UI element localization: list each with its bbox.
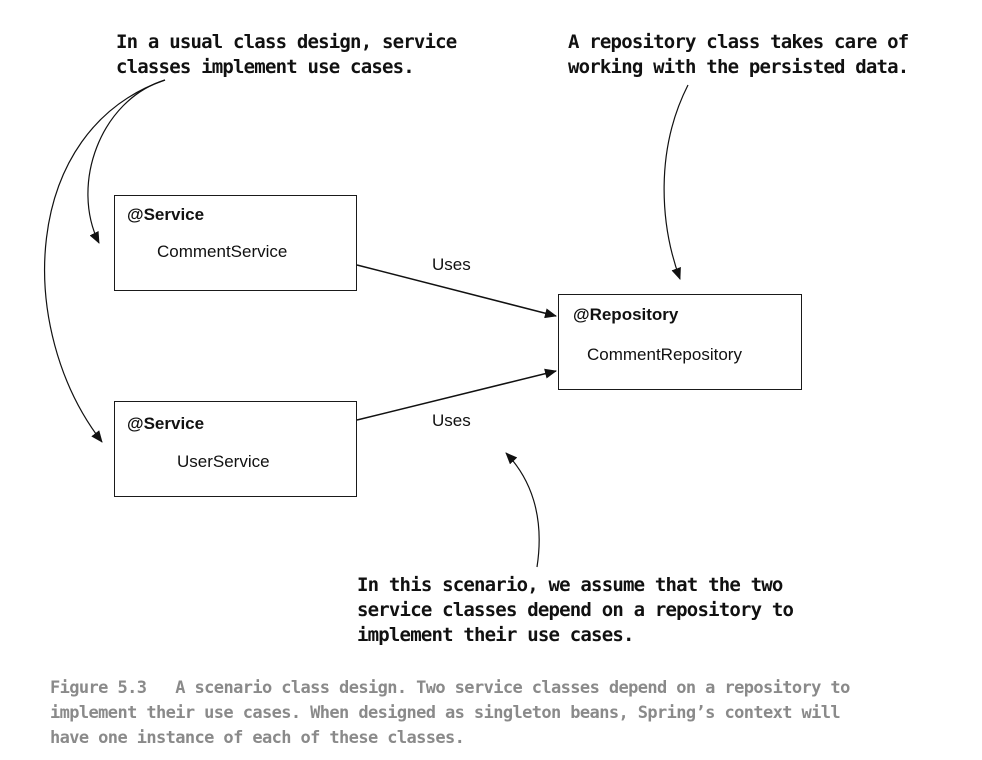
comment-repository-box: @Repository CommentRepository xyxy=(558,294,802,390)
callout-arrow-to-comment-service xyxy=(87,79,166,244)
user-service-box: @Service UserService xyxy=(114,401,357,497)
scenario-annotation-line-2: service classes depend on a repository t… xyxy=(357,599,794,621)
callout-arrow-to-user-service xyxy=(44,79,166,443)
repository-annotation-line-2: working with the persisted data. xyxy=(568,56,909,78)
user-service-stereotype: @Service xyxy=(127,414,205,433)
service-annotation: In a usual class design, service classes… xyxy=(116,30,457,80)
callout-arrow-to-uses-edge xyxy=(505,452,540,568)
caption-line-1: Figure 5.3 A scenario class design. Two … xyxy=(50,676,950,701)
service-annotation-line-2: classes implement use cases. xyxy=(116,56,415,78)
user-service-name: UserService xyxy=(177,452,270,471)
repository-annotation: A repository class takes care of working… xyxy=(568,30,909,80)
figure-caption: Figure 5.3 A scenario class design. Two … xyxy=(50,676,950,751)
comment-service-stereotype: @Service xyxy=(127,205,205,224)
comment-service-box: @Service CommentService xyxy=(114,195,357,291)
comment-repository-name: CommentRepository xyxy=(587,345,742,364)
scenario-annotation-line-1: In this scenario, we assume that the two xyxy=(357,574,783,596)
uses-label-user-service: Uses xyxy=(432,411,471,430)
caption-text-line-1: A scenario class design. Two service cla… xyxy=(175,678,850,698)
scenario-annotation-line-3: implement their use cases. xyxy=(357,624,634,646)
caption-line-2: implement their use cases. When designed… xyxy=(50,703,841,723)
comment-service-name: CommentService xyxy=(157,242,288,261)
uses-label-comment-service: Uses xyxy=(432,255,471,274)
uses-edge-comment-service xyxy=(356,264,557,319)
service-annotation-line-1: In a usual class design, service xyxy=(116,31,457,53)
callout-arrow-to-comment-repository xyxy=(663,84,689,280)
figure-number: Figure 5.3 xyxy=(50,678,147,698)
caption-line-3: have one instance of each of these class… xyxy=(50,728,465,748)
comment-repository-stereotype: @Repository xyxy=(573,305,679,324)
uses-edge-user-service xyxy=(356,368,557,421)
repository-annotation-line-1: A repository class takes care of xyxy=(568,31,909,53)
scenario-annotation: In this scenario, we assume that the two… xyxy=(357,573,794,648)
